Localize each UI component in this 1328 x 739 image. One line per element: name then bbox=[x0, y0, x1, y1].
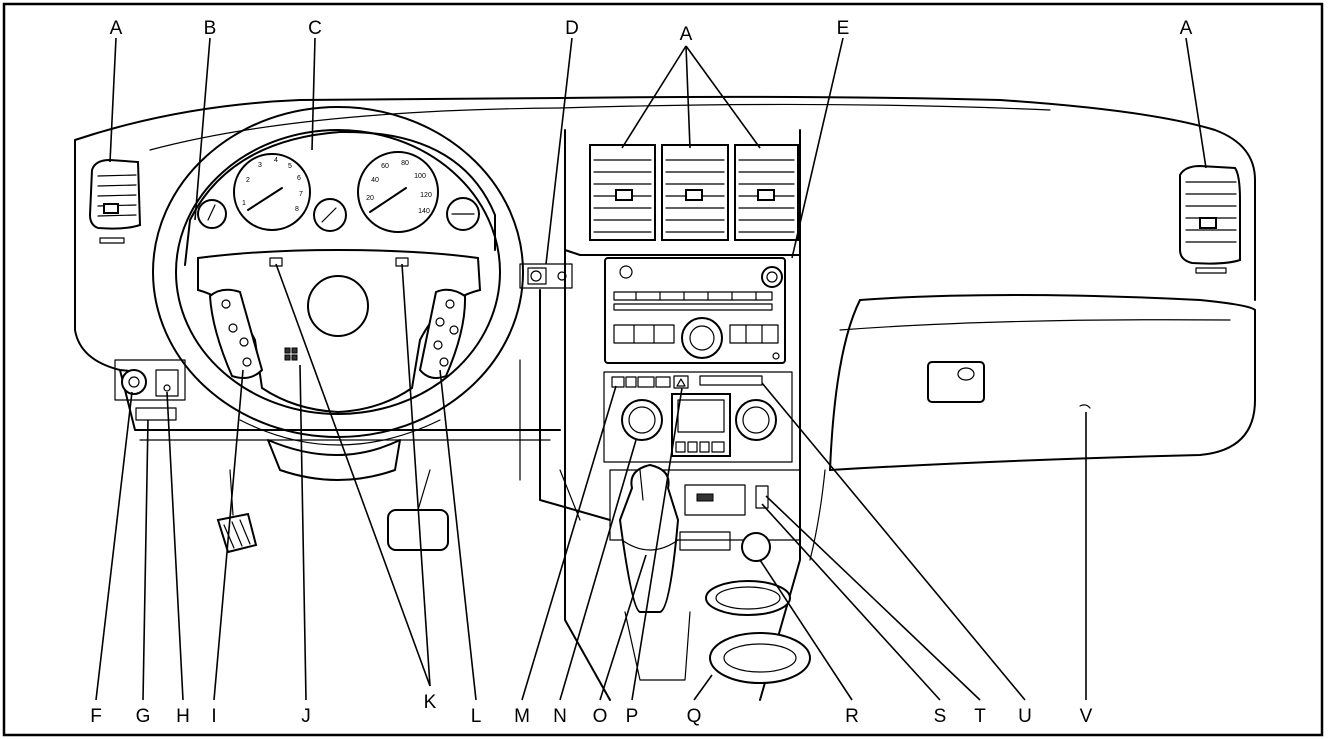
speedometer bbox=[357, 151, 439, 233]
label-s: S bbox=[934, 706, 947, 727]
tach-number: 5 bbox=[288, 163, 292, 170]
tach-number: 7 bbox=[299, 191, 303, 198]
temperature-gauge bbox=[313, 198, 347, 232]
tach-number: 2 bbox=[246, 177, 250, 184]
label-r: R bbox=[845, 706, 859, 727]
label-m: M bbox=[514, 706, 530, 727]
speedo-number: 40 bbox=[371, 177, 379, 184]
label-g: G bbox=[136, 706, 151, 727]
climate-display bbox=[671, 393, 731, 457]
rear-cupholder bbox=[709, 632, 811, 684]
leader-lines bbox=[95, 37, 1207, 701]
label-k: K bbox=[424, 692, 437, 713]
tach-number: 3 bbox=[258, 162, 262, 169]
label-n: N bbox=[553, 706, 567, 727]
label-q: Q bbox=[687, 706, 702, 727]
label-a-center-vents: A bbox=[680, 24, 693, 45]
label-j: J bbox=[301, 706, 311, 727]
label-v: V bbox=[1080, 706, 1093, 727]
center-air-vents bbox=[564, 129, 801, 256]
glove-box bbox=[927, 361, 1091, 409]
tach-number: 4 bbox=[274, 157, 278, 164]
tach-number: 6 bbox=[297, 175, 301, 182]
right-steering-controls bbox=[418, 288, 467, 379]
label-h: H bbox=[176, 706, 190, 727]
tach-number: 1 bbox=[242, 200, 246, 207]
right-air-vent bbox=[1179, 164, 1241, 274]
speedo-number: 140 bbox=[418, 208, 430, 215]
label-u: U bbox=[1018, 706, 1032, 727]
callout-labels: A B C D A E A F G H I J K L M N O P Q R … bbox=[90, 18, 1192, 727]
speedo-number: 120 bbox=[420, 192, 432, 199]
left-steering-controls bbox=[208, 288, 264, 379]
speedo-number: 80 bbox=[401, 160, 409, 167]
fuel-gauge bbox=[197, 199, 227, 229]
label-a-right-vent: A bbox=[1180, 18, 1193, 39]
speedo-number: 20 bbox=[366, 195, 374, 202]
label-t: T bbox=[974, 706, 986, 727]
label-d: D bbox=[565, 18, 579, 39]
tach-number: 8 bbox=[295, 206, 299, 213]
ignition-area bbox=[114, 359, 186, 421]
label-o: O bbox=[593, 706, 608, 727]
speedo-number: 60 bbox=[381, 163, 389, 170]
label-l: L bbox=[471, 706, 482, 727]
steering-wheel bbox=[152, 106, 524, 481]
label-a-left-vent: A bbox=[110, 18, 123, 39]
left-air-vent bbox=[88, 158, 142, 244]
label-i: I bbox=[211, 706, 216, 727]
horn-icon bbox=[284, 347, 298, 361]
label-p: P bbox=[626, 706, 639, 727]
center-stack bbox=[564, 249, 811, 701]
label-c: C bbox=[308, 18, 322, 39]
label-f: F bbox=[90, 706, 102, 727]
tachometer bbox=[233, 153, 311, 231]
pedals bbox=[216, 469, 449, 554]
speedo-number: 100 bbox=[414, 173, 426, 180]
instrument-cluster: 1 2 3 4 5 6 7 8 20 40 60 80 100 120 140 bbox=[184, 130, 496, 266]
label-e: E bbox=[837, 18, 850, 39]
label-b: B bbox=[204, 18, 217, 39]
